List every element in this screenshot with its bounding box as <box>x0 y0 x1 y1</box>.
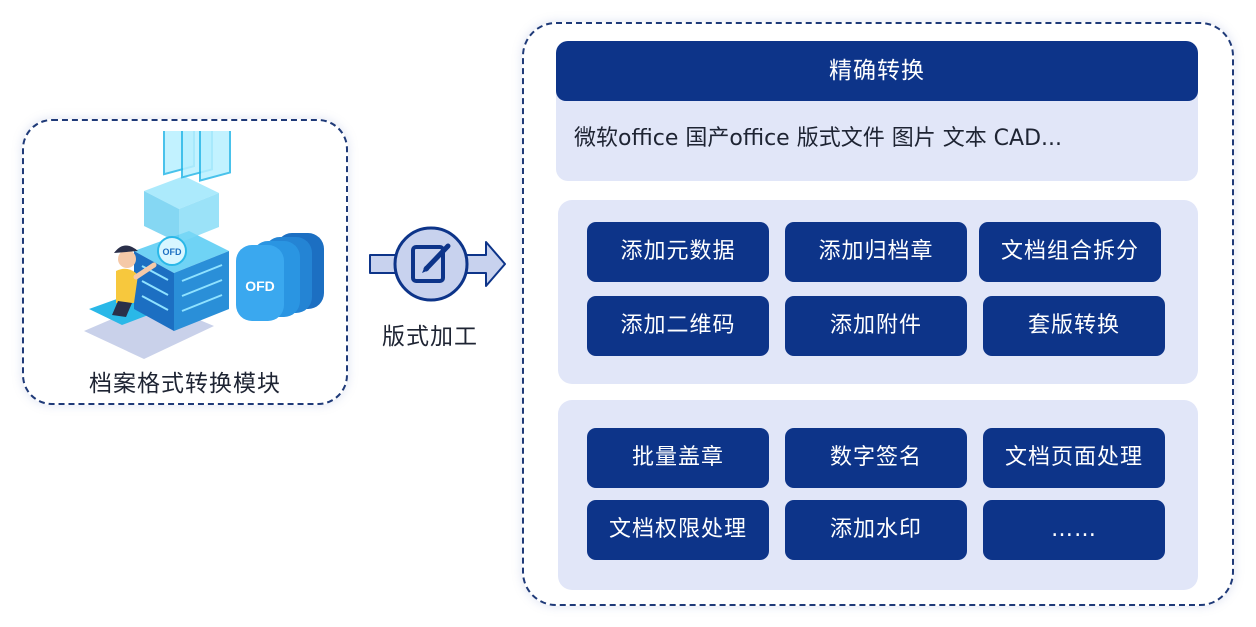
feature-group-processing: 添加元数据 添加归档章 文档组合拆分 添加二维码 添加附件 套版转换 <box>558 200 1198 384</box>
process-label: 版式加工 <box>382 324 478 350</box>
ofd-file-stack-icon: OFD <box>236 233 324 321</box>
feature-chip: 批量盖章 <box>587 428 769 488</box>
svg-text:OFD: OFD <box>163 247 182 257</box>
feature-chip: 添加归档章 <box>785 222 967 282</box>
feature-group-security: 批量盖章 数字签名 文档页面处理 文档权限处理 添加水印 …… <box>558 400 1198 590</box>
feature-chip: 添加元数据 <box>587 222 769 282</box>
edit-document-icon <box>393 226 469 302</box>
precise-conversion-title: 精确转换 <box>556 41 1198 101</box>
feature-chip: 添加水印 <box>785 500 967 560</box>
supported-formats: 微软office 国产office 版式文件 图片 文本 CAD... <box>574 126 1063 151</box>
feature-chip: 文档页面处理 <box>983 428 1165 488</box>
module-caption: 档案格式转换模块 <box>89 371 281 397</box>
svg-text:OFD: OFD <box>245 278 275 294</box>
server-illustration: OFD OFD <box>84 131 324 359</box>
feature-chip: 文档权限处理 <box>587 500 769 560</box>
process-arrow <box>369 226 506 302</box>
person-figure <box>112 245 157 317</box>
feature-chip: 添加二维码 <box>587 296 769 356</box>
feature-chip: 数字签名 <box>785 428 967 488</box>
feature-chip: …… <box>983 500 1165 560</box>
features-panel: 精确转换 微软office 国产office 版式文件 图片 文本 CAD...… <box>522 22 1234 606</box>
feature-chip: 文档组合拆分 <box>979 222 1161 282</box>
conversion-module-box: OFD OFD 档案格式转换模块 <box>22 119 348 405</box>
feature-chip: 套版转换 <box>983 296 1165 356</box>
precise-conversion-card: 精确转换 微软office 国产office 版式文件 图片 文本 CAD... <box>556 41 1198 181</box>
feature-chip: 添加附件 <box>785 296 967 356</box>
